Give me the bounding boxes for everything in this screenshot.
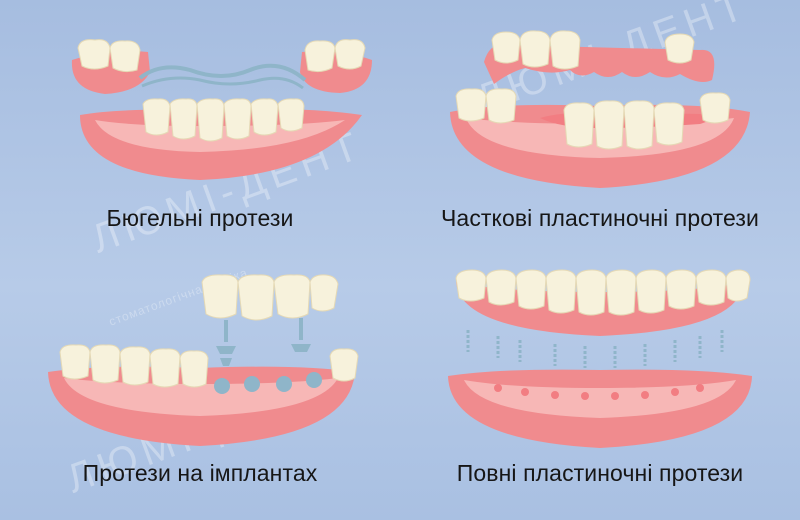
partial-lower-teeth [455,88,731,150]
implant-prosthesis-illustration [48,274,359,446]
implant-heads [214,372,322,394]
caption-partial-plate-prosthesis: Часткові пластиночні протези [441,205,759,231]
partial-plate-illustration [450,30,750,188]
clasp-prosthesis-illustration [71,39,372,180]
panel-partial-plate-prosthesis: Часткові пластиночні протези [400,0,800,260]
full-plate-illustration [448,269,752,448]
caption-implant-prosthesis: Протези на імплантах [82,460,318,486]
panel-full-plate-prosthesis: Повні пластиночні протези [400,260,800,520]
panel-clasp-prosthesis: Бюгельні протези [0,0,400,260]
lower-gum-sockets [494,384,704,400]
implant-posts [216,318,311,366]
implant-bridge [201,274,339,321]
lower-teeth [142,98,305,142]
full-plate-screws [466,330,724,368]
caption-clasp-prosthesis: Бюгельні протези [106,205,294,231]
lower-teeth [59,344,359,388]
upper-full-teeth [455,269,751,316]
caption-full-plate-prosthesis: Повні пластиночні протези [456,460,744,486]
partial-upper-teeth [491,30,695,70]
panel-implant-prosthesis: Протези на імплантах [0,260,400,520]
upper-teeth [77,39,366,73]
clasp-wire [138,63,307,82]
